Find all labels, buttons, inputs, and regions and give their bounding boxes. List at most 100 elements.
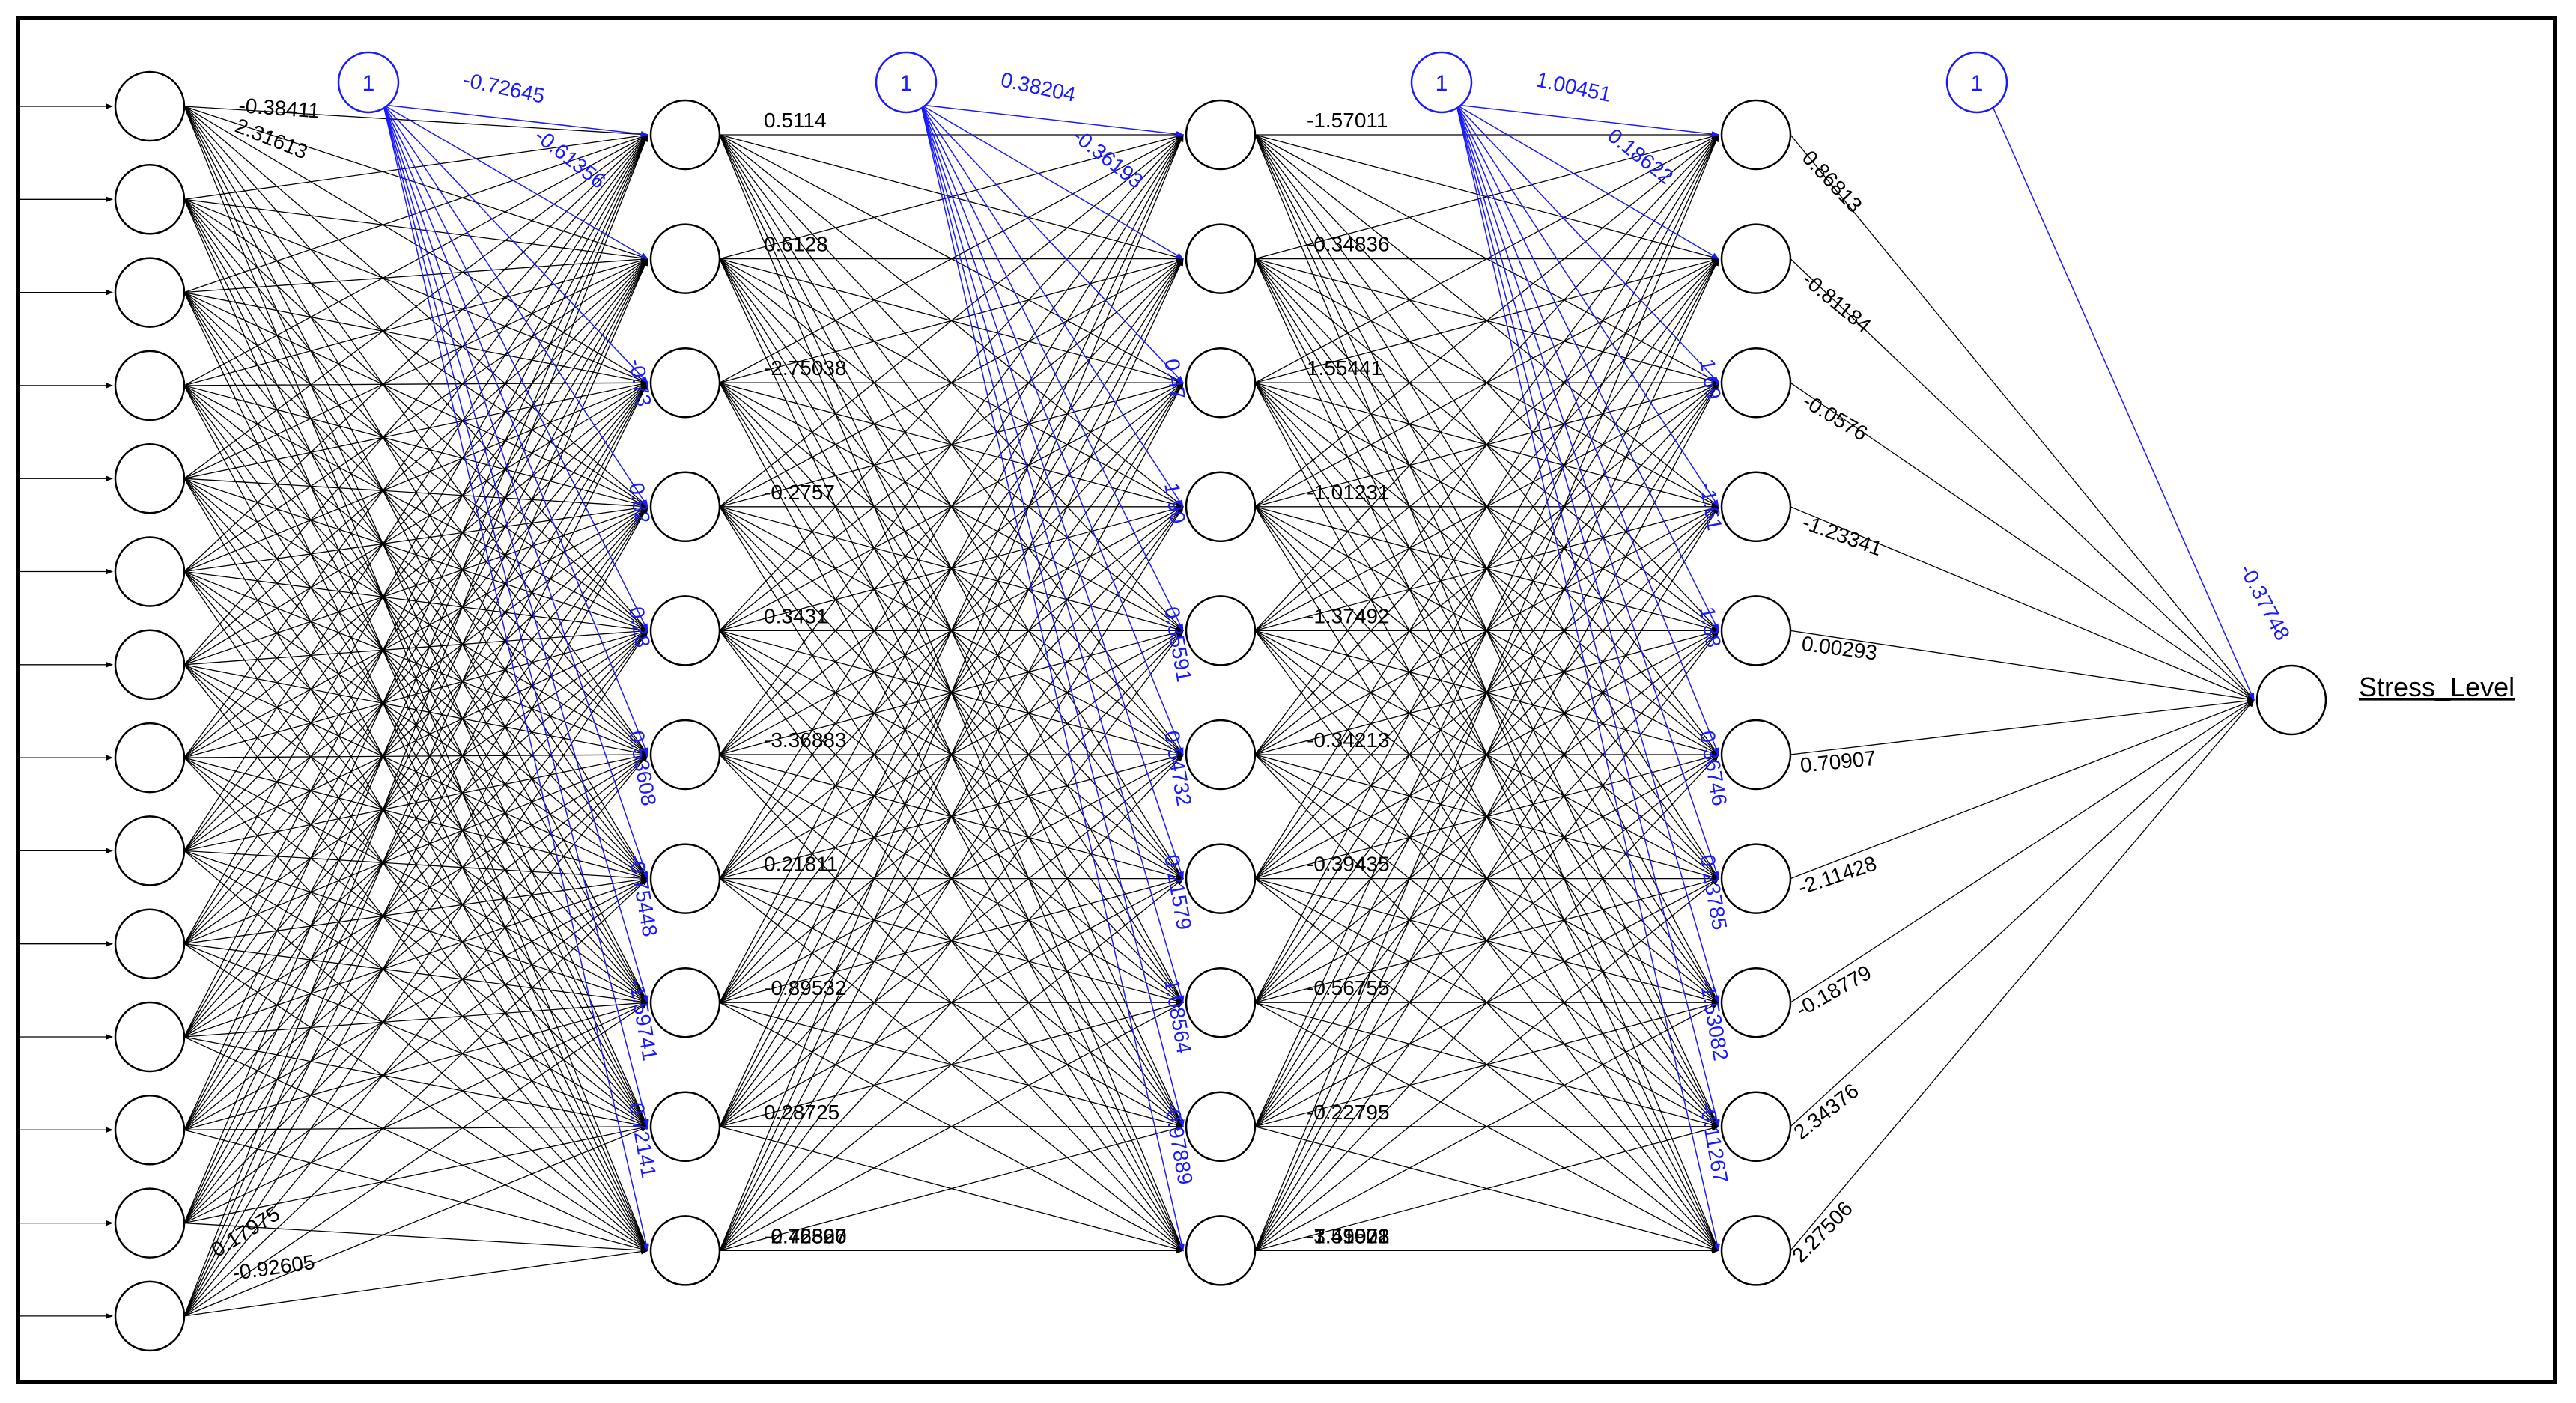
bias-edge xyxy=(920,104,1184,880)
weight-edge xyxy=(183,1036,648,1251)
bias-edge xyxy=(1456,104,1719,632)
bias-node xyxy=(1410,51,1473,114)
weight-edge xyxy=(183,1001,648,1130)
hidden-neuron xyxy=(1185,595,1257,666)
weight-edge xyxy=(183,134,648,1038)
weight-edge xyxy=(183,258,648,758)
weight-edge xyxy=(1790,506,2255,701)
weight-edge xyxy=(1790,382,2255,701)
hidden-neuron xyxy=(649,1091,721,1163)
bias-weight-label: 0.18622 xyxy=(1603,124,1677,189)
weight-edge xyxy=(183,134,648,758)
bias-edge xyxy=(1456,104,1719,508)
weight-edge xyxy=(1254,134,1719,508)
weight-edge xyxy=(1254,133,1719,260)
weight-edge xyxy=(719,382,1184,1251)
weight-label: 0.28725 xyxy=(764,1101,839,1124)
weight-edge xyxy=(1254,134,1719,879)
hidden-neuron xyxy=(1720,843,1792,914)
weight-edge xyxy=(719,134,1184,508)
bias-edge xyxy=(920,104,1184,755)
hidden-neuron xyxy=(649,347,721,419)
weight-label: -0.34836 xyxy=(1307,233,1390,256)
weight-edge xyxy=(1254,134,1719,383)
weight-edge xyxy=(183,505,648,1130)
weight-edge xyxy=(183,258,648,1223)
weight-label: -0.38411 xyxy=(238,94,321,122)
weight-edge xyxy=(719,134,1184,1251)
bias-edge xyxy=(383,104,648,260)
weight-edge xyxy=(183,134,648,1223)
weight-edge xyxy=(183,258,648,1317)
weight-edge xyxy=(183,999,648,1038)
bias-edge xyxy=(1456,104,1719,260)
weight-edge xyxy=(719,877,1184,1251)
weight-edge xyxy=(1254,877,1719,1251)
weight-label: -0.18779 xyxy=(1792,961,1875,1021)
weight-label: -0.34213 xyxy=(1307,728,1390,752)
weight-edges xyxy=(16,103,2255,1319)
hidden-neuron xyxy=(1720,471,1792,543)
weight-edge xyxy=(183,380,648,386)
weight-edge xyxy=(1790,699,2255,880)
bias-edge xyxy=(383,104,649,1004)
bias-edge xyxy=(383,104,648,880)
weight-edge xyxy=(719,133,1184,260)
hidden-neuron xyxy=(649,223,721,294)
bias-edges xyxy=(383,104,2255,1252)
hidden-neuron xyxy=(1720,1215,1792,1286)
weight-edge xyxy=(183,1036,648,1129)
weight-edge xyxy=(1254,134,1719,1003)
bias-edge xyxy=(383,104,649,1252)
bias-edge xyxy=(1991,104,2255,701)
weight-label: 2.27506 xyxy=(1787,1196,1857,1267)
weight-edge xyxy=(183,106,648,138)
weight-edge xyxy=(183,258,648,1130)
bias-weight-label: 1.00451 xyxy=(1534,68,1613,106)
weight-label: -1.49922 xyxy=(1307,1224,1390,1247)
bias-edge xyxy=(920,104,1184,137)
weight-edge xyxy=(1254,258,1719,1251)
weight-label: -1.57011 xyxy=(1307,109,1388,132)
input-neuron xyxy=(114,815,186,886)
hidden-neuron xyxy=(1720,967,1792,1038)
hidden-neuron xyxy=(1720,1091,1792,1163)
weight-edge xyxy=(183,754,648,1224)
bias-node-label: 1 xyxy=(900,71,913,96)
hidden-neuron xyxy=(1185,967,1257,1038)
weight-edge xyxy=(183,754,648,1038)
weight-edge xyxy=(183,134,648,945)
hidden-neuron xyxy=(1185,223,1257,294)
weight-edge xyxy=(183,754,648,1317)
weight-edge xyxy=(183,258,648,666)
weight-label: -2.72527 xyxy=(764,1224,847,1247)
weight-edge xyxy=(1254,630,1719,1251)
bias-node-label: 1 xyxy=(362,71,375,96)
input-neuron xyxy=(114,1095,186,1166)
weight-edge xyxy=(1790,699,2255,1251)
weight-edge xyxy=(183,258,648,1038)
weight-edge xyxy=(183,1124,648,1224)
weight-label: -1.01231 xyxy=(1307,481,1390,504)
weight-edge xyxy=(183,878,648,1224)
hidden-neuron xyxy=(649,1215,721,1286)
weight-edge xyxy=(183,134,648,479)
weight-edge xyxy=(183,1129,648,1253)
bias-edge xyxy=(1456,104,1720,1127)
bias-edge xyxy=(920,104,1184,383)
hidden-neuron xyxy=(1720,347,1792,419)
bias-edge xyxy=(920,104,1184,508)
weight-edge xyxy=(183,1248,648,1317)
weight-edge xyxy=(183,1222,648,1253)
bias-edge xyxy=(383,104,649,1127)
weight-label: -3.55571 xyxy=(1307,1224,1390,1247)
weight-edge xyxy=(183,630,648,1224)
bias-weight-label: -0.72645 xyxy=(461,68,547,108)
weight-edge xyxy=(719,258,1184,1251)
weight-edge xyxy=(183,134,648,851)
hidden-neuron xyxy=(1185,99,1257,171)
weight-edge xyxy=(183,877,648,1317)
weight-edge xyxy=(1790,699,2255,1003)
